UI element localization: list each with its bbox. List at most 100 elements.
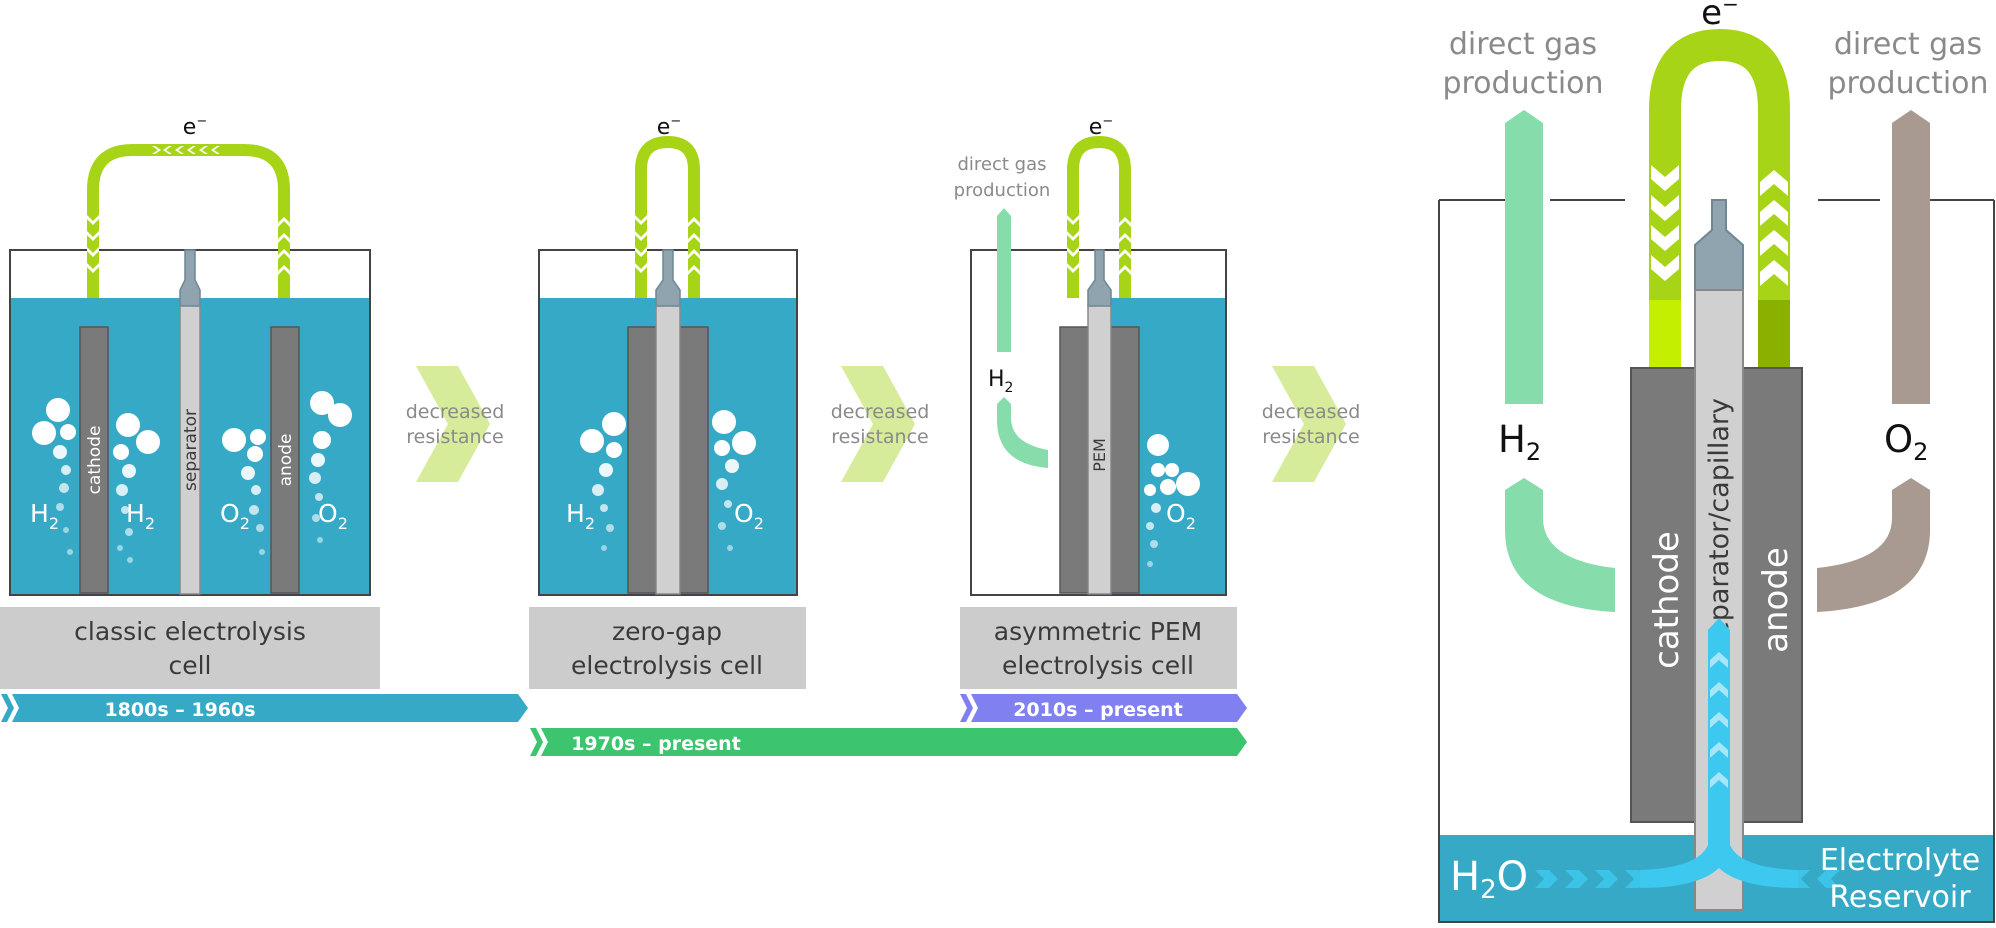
capillary-h2-out-arrow	[1505, 110, 1543, 404]
capillary-wire	[1649, 28, 1790, 368]
reservoir-chevrons-right	[1787, 870, 1840, 888]
zero-gap-cathode	[627, 326, 657, 594]
asymmetric-wire	[1067, 135, 1131, 298]
timeline-era3-tab	[960, 694, 973, 722]
transition-1-line2: resistance	[406, 426, 503, 448]
asymmetric-label-box	[960, 607, 1237, 689]
capillary-separator-label: separator/capillary	[1704, 398, 1735, 652]
asymmetric-anode	[1110, 326, 1140, 594]
capillary-o2-out-arrow	[1892, 110, 1930, 404]
asymmetric-wire-chevrons	[1067, 215, 1131, 275]
classic-label-line2: cell	[168, 651, 211, 680]
capillary-h2: H2	[1498, 418, 1541, 466]
classic-o2-left: O2	[220, 499, 250, 533]
capillary-direct-left-line1: direct gas	[1449, 27, 1597, 62]
zero-gap-separator	[655, 304, 681, 595]
zero-gap-wire	[635, 135, 700, 298]
transition-3-arrow	[1272, 366, 1346, 482]
zero-gap-label-line1: zero-gap	[612, 617, 722, 646]
asymmetric-electron-label: e−	[1089, 114, 1113, 140]
asymmetric-label-line2: electrolysis cell	[1002, 651, 1194, 680]
classic-anode	[270, 326, 300, 594]
zero-gap-electron-label: e−	[657, 114, 681, 140]
classic-o2-right: O2	[318, 499, 348, 533]
capillary-flow-arrow	[1640, 618, 1798, 888]
asymmetric-h2-in-arrow	[997, 397, 1048, 468]
classic-wire-chevrons	[87, 146, 290, 275]
capillary-direct-right-line1: direct gas	[1834, 27, 1982, 62]
asymmetric-o2: O2	[1166, 499, 1196, 533]
transition-2: decreased resistance	[831, 366, 930, 482]
zero-gap-label-box	[529, 607, 806, 689]
asymmetric-h2-out-arrow	[997, 208, 1011, 352]
capillary-container	[1438, 200, 1995, 923]
transition-3: decreased resistance	[1262, 366, 1361, 482]
capillary-direct-right-line2: production	[1827, 66, 1988, 101]
transition-2-line1: decreased	[831, 401, 930, 423]
transition-3-line1: decreased	[1262, 401, 1361, 423]
timeline-era1-bar	[12, 694, 528, 722]
capillary-electron-label: e−	[1701, 0, 1739, 33]
transition-1-line1: decreased	[406, 401, 505, 423]
capillary-o2: O2	[1884, 418, 1928, 466]
capillary-reservoir-line2: Reservoir	[1829, 880, 1971, 915]
timeline-era2-bar	[541, 728, 1247, 756]
classic-bubbles	[32, 391, 352, 563]
asymmetric-direct-line1: direct gas	[957, 154, 1046, 175]
timeline-era2-tab	[530, 728, 543, 756]
classic-cathode	[79, 326, 109, 594]
capillary-water-label: H2O	[1450, 854, 1528, 905]
asymmetric-cathode	[1059, 326, 1089, 594]
transition-1: decreased resistance	[406, 366, 505, 482]
asymmetric-pem-label: PEM	[1090, 438, 1109, 472]
reservoir-chevrons-left	[1535, 870, 1648, 888]
capillary-o2-in-arrow	[1817, 478, 1930, 612]
capillary-cathode-label: cathode	[1647, 531, 1687, 669]
capillary-reservoir-line1: Electrolyte	[1820, 843, 1980, 878]
timeline: 1800s – 1960s 1970s – present 2010s – pr…	[1, 694, 1247, 756]
classic-separator-label: separator	[181, 409, 201, 491]
asymmetric-direct-line2: production	[954, 180, 1051, 201]
classic-cell: e− cathode anode separator H2 H2 O2 O2	[0, 114, 380, 689]
timeline-era1-tab	[1, 694, 14, 722]
capillary-separator-cap	[1694, 199, 1744, 291]
zero-gap-separator-cap	[655, 249, 681, 307]
timeline-era1-label: 1800s – 1960s	[104, 699, 255, 721]
asymmetric-cell: e− PEM H2 direct gas production O2 asymm…	[954, 114, 1237, 689]
zero-gap-wire-chevrons	[635, 215, 700, 275]
zero-gap-anode	[679, 326, 709, 594]
classic-h2-right: H2	[126, 499, 155, 533]
timeline-era3-bar	[971, 694, 1247, 722]
asymmetric-label-line1: asymmetric PEM	[994, 617, 1202, 646]
capillary-cell: e− cathode anode separator/capillary	[1438, 0, 1995, 923]
asymmetric-h2: H2	[988, 367, 1013, 396]
classic-cathode-label: cathode	[85, 426, 105, 495]
zero-gap-bubbles	[580, 410, 756, 551]
timeline-era2-label: 1970s – present	[571, 733, 741, 755]
capillary-direct-left-line2: production	[1442, 66, 1603, 101]
classic-separator-cap	[179, 249, 201, 307]
capillary-anode-label: anode	[1756, 547, 1796, 653]
capillary-anode	[1742, 367, 1803, 823]
classic-label-box	[0, 607, 380, 689]
asymmetric-pem-cap	[1087, 249, 1112, 307]
classic-label-line1: classic electrolysis	[74, 617, 306, 646]
capillary-wire-chevrons	[1649, 165, 1790, 368]
capillary-h2-in-arrow	[1505, 478, 1615, 612]
capillary-flow	[1535, 618, 1840, 888]
timeline-era3-label: 2010s – present	[1013, 699, 1183, 721]
classic-anode-label: anode	[276, 434, 296, 487]
asymmetric-bubbles	[1144, 434, 1200, 567]
transition-2-arrow	[841, 366, 915, 482]
zero-gap-h2: H2	[566, 499, 595, 533]
transition-1-arrow	[416, 366, 490, 482]
classic-electron-label: e−	[183, 114, 207, 140]
zero-gap-label-line2: electrolysis cell	[571, 651, 763, 680]
capillary-cathode	[1630, 367, 1698, 823]
transition-2-line2: resistance	[831, 426, 928, 448]
zero-gap-cell: e− H2 O2 zero-gap electrolysis cell	[529, 114, 806, 689]
transition-3-line2: resistance	[1262, 426, 1359, 448]
classic-h2-left: H2	[30, 499, 59, 533]
